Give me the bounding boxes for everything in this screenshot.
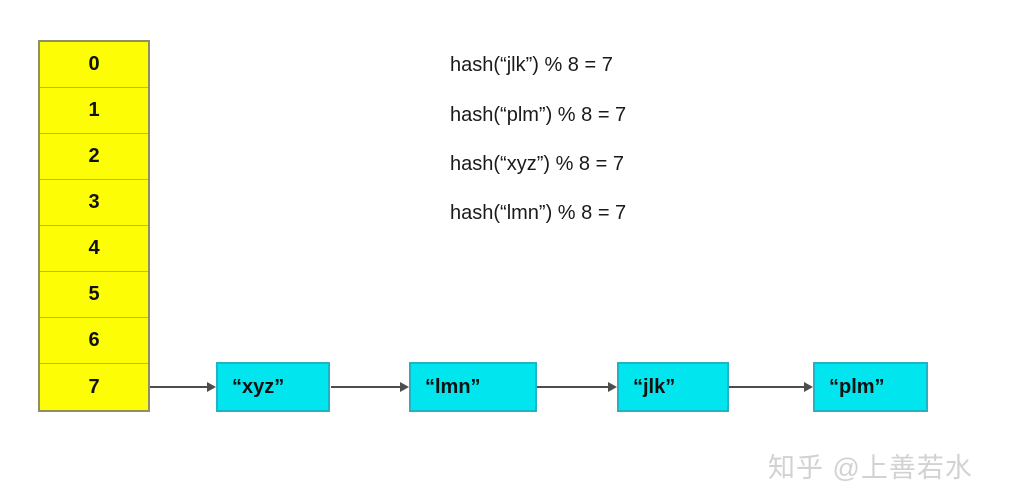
bucket-cell-2: 2 (40, 134, 148, 180)
arrow-xyz-to-lmn-icon (331, 382, 409, 392)
bucket-cell-3: 3 (40, 180, 148, 226)
hash-equation-lmn: hash(“lmn”) % 8 = 7 (450, 202, 627, 224)
bucket-cell-4: 4 (40, 226, 148, 272)
hash-equation-jlk: hash(“jlk”) % 8 = 7 (450, 54, 613, 76)
chain-node-plm: “plm” (813, 362, 928, 412)
bucket-cell-0: 0 (40, 42, 148, 88)
hash-equation-plm: hash(“plm”) % 8 = 7 (450, 104, 627, 126)
chain-node-xyz: “xyz” (216, 362, 330, 412)
arrow-bucket7-to-xyz-icon (150, 382, 216, 392)
bucket-array: 0 1 2 3 4 5 6 7 (38, 40, 150, 412)
bucket-cell-5: 5 (40, 272, 148, 318)
arrow-lmn-to-jlk-icon (537, 382, 617, 392)
chain-node-lmn: “lmn” (409, 362, 537, 412)
bucket-cell-6: 6 (40, 318, 148, 364)
bucket-cell-1: 1 (40, 88, 148, 134)
hash-equation-xyz: hash(“xyz”) % 8 = 7 (450, 153, 624, 175)
arrow-jlk-to-plm-icon (729, 382, 813, 392)
chain-node-jlk: “jlk” (617, 362, 729, 412)
watermark: 知乎 @上善若水 (768, 453, 973, 483)
bucket-cell-7: 7 (88, 375, 100, 398)
